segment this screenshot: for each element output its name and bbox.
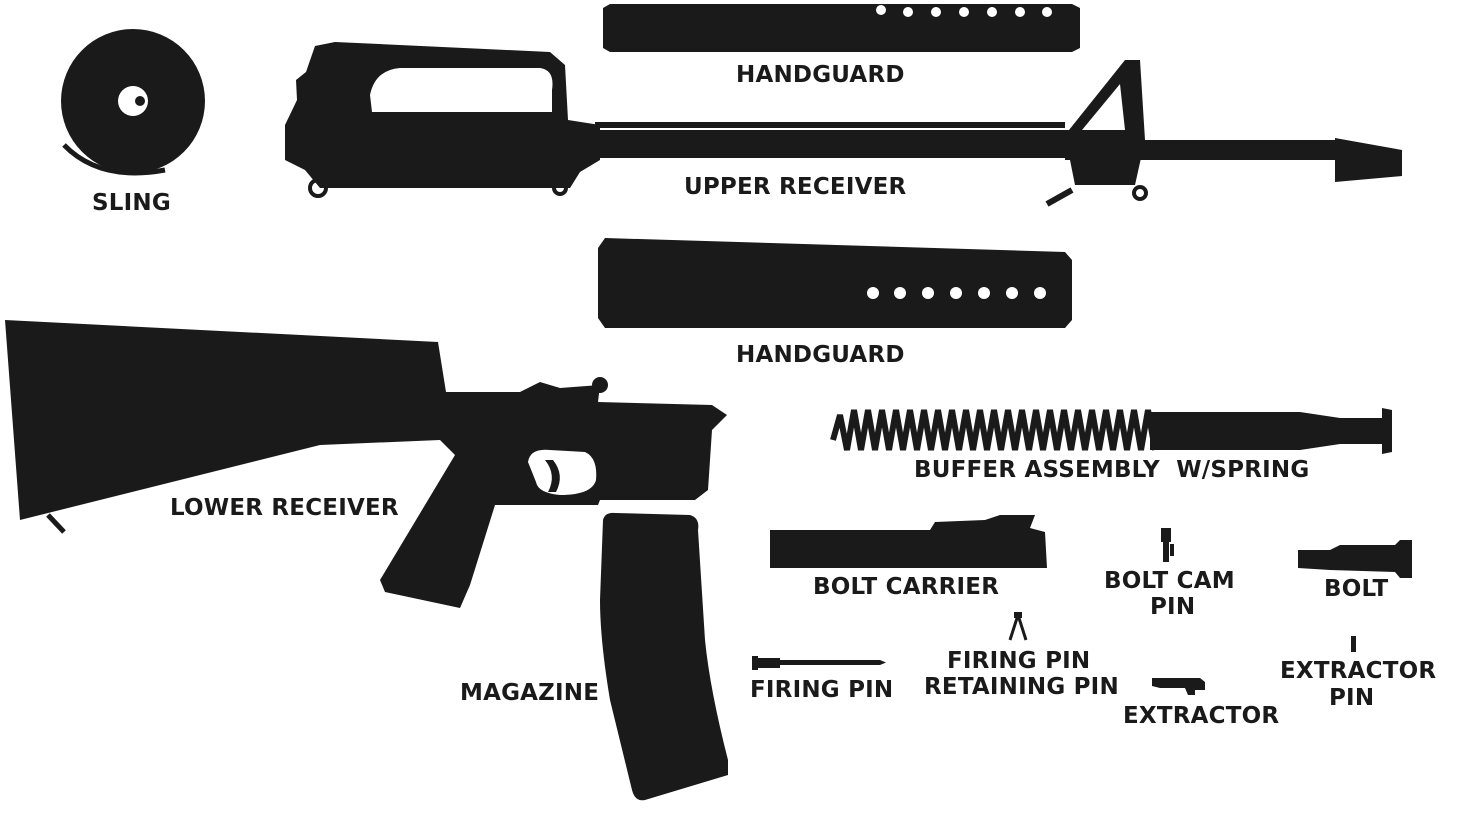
upper-receiver-icon [285,42,1402,207]
lower-receiver-icon [5,320,727,608]
bolt-cam-pin-icon [1161,528,1174,562]
bolt-carrier-label: BOLT CARRIER [813,574,999,600]
bolt-cam-pin-label-line2: PIN [1150,594,1195,620]
firing-pin-retaining-label-line2: RETAINING PIN [924,674,1119,700]
handguard-top-icon [603,4,1080,52]
extractor-pin-label-line1: EXTRACTOR [1280,658,1436,684]
firing-pin-retaining-pin-icon [1008,612,1028,641]
firing-pin-label: FIRING PIN [750,677,893,703]
lower-receiver-label: LOWER RECEIVER [170,495,399,521]
extractor-pin-icon [1351,636,1356,652]
firing-pin-icon [752,656,886,670]
magazine-label: MAGAZINE [460,680,599,706]
buffer-assembly-icon [830,408,1392,454]
bolt-icon [1298,540,1412,578]
firing-pin-retaining-label-line1: FIRING PIN [947,648,1090,674]
handguard-bottom-label: HANDGUARD [736,342,905,368]
extractor-label: EXTRACTOR [1123,703,1279,729]
handguard-bottom-icon [598,238,1072,328]
handguard-top-label: HANDGUARD [736,62,905,88]
upper-receiver-label: UPPER RECEIVER [684,174,907,200]
sling-label: SLING [92,190,171,216]
extractor-icon [1152,678,1205,695]
bolt-label: BOLT [1324,576,1389,602]
bolt-cam-pin-label-line1: BOLT CAM [1104,568,1235,594]
magazine-icon [600,512,728,801]
buffer-assembly-label: BUFFER ASSEMBLY W/SPRING [914,457,1309,483]
bolt-carrier-icon [770,515,1047,568]
extractor-pin-label-line2: PIN [1329,685,1374,711]
sling-icon [61,29,205,176]
